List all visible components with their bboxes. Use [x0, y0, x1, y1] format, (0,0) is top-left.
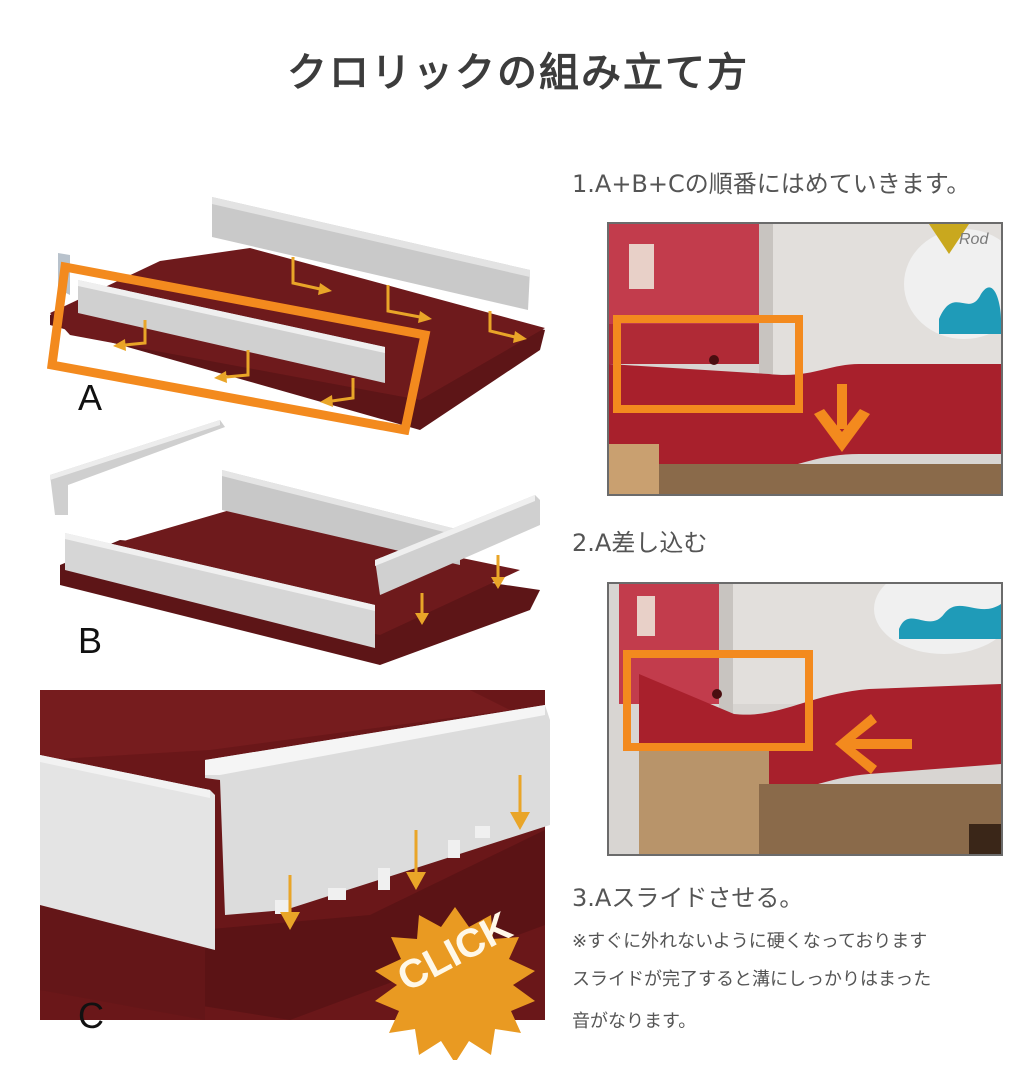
arrow-left-icon — [835, 714, 912, 774]
tray-illustration-b — [50, 420, 540, 665]
diagram-label-b: B — [78, 620, 103, 661]
photo-step1: Rod — [607, 222, 1003, 496]
diagram-label-c: C — [78, 995, 104, 1036]
diagram-c: CLICK C — [40, 690, 560, 1060]
tray-illustration-a — [46, 197, 545, 435]
note-line-3: 音がなります。 — [572, 1011, 697, 1032]
diagram-b: B — [40, 415, 560, 675]
logo-fragment: Rod — [959, 231, 989, 248]
step-1-label: 1.A+B+Cの順番にはめていきます。 — [572, 170, 971, 198]
step-3-label: 3.Aスライドさせる。 — [572, 884, 804, 912]
step-2-label: 2.A差し込む — [572, 529, 708, 557]
diagram-a: A — [40, 185, 560, 435]
highlight-frame-a — [46, 261, 431, 435]
arrow-down-icon — [814, 384, 870, 452]
tray-corner-closeup-c — [40, 690, 550, 1060]
page-title: クロリックの組み立て方 — [287, 50, 749, 96]
photo-step2 — [607, 582, 1003, 856]
click-starburst — [375, 907, 535, 1060]
diagram-label-a: A — [78, 377, 103, 418]
note-line-1: ※すぐに外れないように硬くなっております — [572, 931, 928, 952]
note-line-2: スライドが完了すると溝にしっかりはまった — [572, 969, 932, 990]
highlight-frame-step1 — [613, 315, 803, 413]
highlight-frame-step2 — [623, 650, 813, 751]
